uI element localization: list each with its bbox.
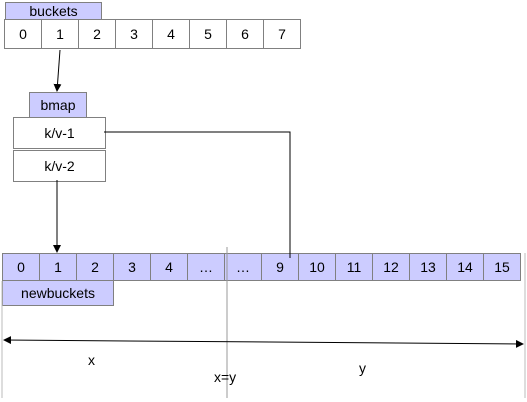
range-double-arrow xyxy=(3,336,524,348)
newbucket-cell-15: 15 xyxy=(483,253,521,281)
bucket-index: 6 xyxy=(241,26,249,42)
newbucket-cell-2: 2 xyxy=(76,253,114,281)
bucket-cell-5: 5 xyxy=(189,19,227,49)
bucket-index: 1 xyxy=(56,26,64,42)
newbucket-cell-9: 9 xyxy=(261,253,299,281)
newbucket-index: 3 xyxy=(128,259,136,275)
bucket-cell-3: 3 xyxy=(115,19,153,49)
bmap-entries: k/v-1 k/v-2 xyxy=(13,117,106,182)
bmap-entry-2: k/v-2 xyxy=(13,150,106,182)
kv1-to-newbucket-9-line xyxy=(104,131,291,258)
buckets-array: 0 1 2 3 4 5 6 7 xyxy=(4,19,301,49)
newbucket-index: 1 xyxy=(54,259,62,275)
newbucket-index: 9 xyxy=(276,259,284,275)
newbucket-cell-10: 10 xyxy=(298,253,336,281)
newbuckets-label: newbuckets xyxy=(21,285,95,301)
bucket-cell-0: 0 xyxy=(4,19,42,49)
newbucket-index: 12 xyxy=(383,259,399,275)
bucket-cell-6: 6 xyxy=(226,19,264,49)
bucket-cell-4: 4 xyxy=(152,19,190,49)
newbucket-cell-14: 14 xyxy=(446,253,484,281)
newbucket-cell-3: 3 xyxy=(113,253,151,281)
newbucket-index: 13 xyxy=(420,259,436,275)
newbucket-index: … xyxy=(199,259,213,275)
range-split-label: x=y xyxy=(214,369,237,385)
newbucket-index: 0 xyxy=(17,259,25,275)
bucket-index: 3 xyxy=(130,26,138,42)
bucket-index: 2 xyxy=(93,26,101,42)
newbucket-index: 15 xyxy=(494,259,510,275)
range-y-label: y xyxy=(359,360,366,376)
newbucket-cell-13: 13 xyxy=(409,253,447,281)
newbucket-index: 11 xyxy=(346,259,362,275)
newbucket-index: 2 xyxy=(91,259,99,275)
buckets-label: buckets xyxy=(29,3,78,19)
newbucket-cell-4: 4 xyxy=(150,253,188,281)
kv-label: k/v-2 xyxy=(44,158,75,174)
newbucket-cell-12: 12 xyxy=(372,253,410,281)
newbucket-index: … xyxy=(236,259,250,275)
bucket-index: 7 xyxy=(278,26,286,42)
newbucket-cell-ellipsis-b: … xyxy=(224,253,262,281)
bucket-to-bmap-arrow xyxy=(53,49,62,92)
bucket-cell-7: 7 xyxy=(263,19,301,49)
newbucket-index: 14 xyxy=(457,259,473,275)
range-x-label: x xyxy=(88,352,95,368)
bucket-index: 4 xyxy=(167,26,175,42)
newbucket-index: 4 xyxy=(165,259,173,275)
kv-label: k/v-1 xyxy=(44,125,75,141)
newbuckets-label-box: newbuckets xyxy=(2,280,114,306)
bmap-label: bmap xyxy=(40,97,76,113)
newbuckets-array: 0 1 2 3 4 … … 9 10 11 12 13 14 15 xyxy=(2,253,521,281)
bmap-entry-1: k/v-1 xyxy=(13,117,106,149)
newbucket-cell-ellipsis-a: … xyxy=(187,253,225,281)
bucket-index: 0 xyxy=(19,26,27,42)
bucket-index: 5 xyxy=(204,26,212,42)
newbucket-index: 10 xyxy=(309,259,325,275)
